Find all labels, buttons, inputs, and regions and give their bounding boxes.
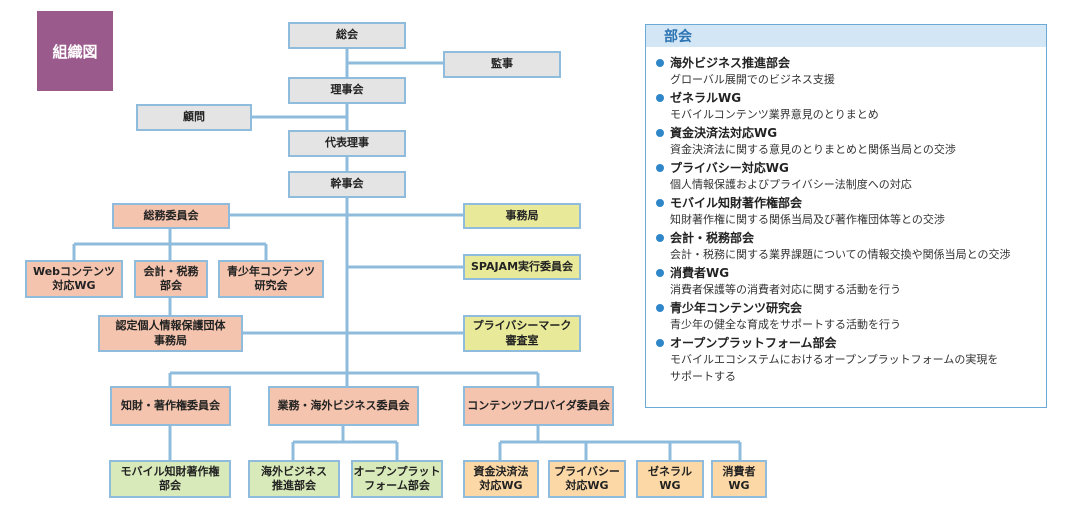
item-name: 会計・税務部会 (670, 231, 755, 245)
item-name: モバイル知財著作権部会 (670, 196, 803, 210)
list-item: モバイル知財著作権部会知財著作権に関する関係当局及び著作権団体等との交渉 (656, 195, 1046, 228)
youth-content-study-group-box: 青少年コンテンツ 研究会 (218, 260, 324, 298)
item-name: プライバシー対応WG (670, 161, 789, 175)
general-wg-box: ゼネラル WG (636, 460, 704, 498)
list-item: 会計・税務部会会計・税務に関する業界課題についての情報交換や関係当局との交渉 (656, 230, 1046, 263)
consumer-wg-box: 消費者 WG (711, 460, 767, 498)
bullet-icon (656, 199, 664, 207)
representative-director-box: 代表理事 (288, 130, 406, 157)
content-provider-committee-box: コンテンツプロバイダ委員会 (463, 386, 614, 426)
auditor-box: 監事 (443, 51, 561, 78)
privacy-mark-office-box: プライバシーマーク 審査室 (463, 315, 581, 352)
item-description: モバイルエコシステムにおけるオープンプラットフォームの実現を サポートする (670, 353, 999, 383)
web-content-wg-box: Webコンテンツ 対応WG (25, 260, 123, 298)
bullet-icon (656, 59, 664, 67)
board-of-directors-box: 理事会 (288, 77, 406, 104)
item-description: 会計・税務に関する業界課題についての情報交換や関係当局との交渉 (670, 248, 1011, 261)
business-overseas-committee-box: 業務・海外ビジネス委員会 (268, 386, 419, 426)
privacy-wg-box: プライバシー 対応WG (548, 460, 626, 498)
general-assembly-box: 総会 (288, 22, 406, 49)
subcommittee-legend-panel: 部会 海外ビジネス推進部会グローバル展開でのビジネス支援 ゼネラルWG モバイルコ… (645, 24, 1047, 408)
bullet-icon (656, 129, 664, 137)
bullet-icon (656, 269, 664, 277)
payment-services-act-wg-box: 資金決済法 対応WG (463, 460, 539, 498)
item-name: オープンプラットフォーム部会 (670, 336, 837, 350)
ip-copyright-committee-box: 知財・著作権委員会 (110, 386, 231, 426)
item-name: ゼネラルWG (670, 91, 742, 105)
list-item: ゼネラルWG モバイルコンテンツ業界意見のとりまとめ (656, 90, 1046, 123)
general-affairs-committee-box: 総務委員会 (112, 203, 230, 229)
list-item: 青少年コンテンツ研究会青少年の健全な育成をサポートする活動を行う (656, 300, 1046, 333)
list-item: 資金決済法対応WG 資金決済法に関する意見のとりまとめと関係当局との交渉 (656, 125, 1046, 158)
list-item: 海外ビジネス推進部会グローバル展開でのビジネス支援 (656, 55, 1046, 88)
overseas-business-subcommittee-box: 海外ビジネス 推進部会 (248, 460, 340, 498)
accounting-tax-subcommittee-box: 会計・税務 部会 (134, 260, 208, 298)
advisor-box: 顧問 (136, 104, 252, 131)
item-description: モバイルコンテンツ業界意見のとりまとめ (670, 108, 879, 121)
item-description: 青少年の健全な育成をサポートする活動を行う (670, 318, 901, 331)
subcommittee-list: 海外ビジネス推進部会グローバル展開でのビジネス支援 ゼネラルWG モバイルコンテン… (646, 47, 1046, 385)
item-description: 個人情報保護およびプライバシー法制度への対応 (670, 178, 912, 191)
mobile-ip-copyright-subcommittee-box: モバイル知財著作権 部会 (109, 460, 231, 498)
bullet-icon (656, 164, 664, 172)
spajam-committee-box: SPAJAM実行委員会 (463, 254, 581, 280)
org-chart-badge: 組織図 (37, 11, 113, 91)
open-platform-subcommittee-box: オープンプラット フォーム部会 (351, 460, 443, 498)
list-item: オープンプラットフォーム部会モバイルエコシステムにおけるオープンプラットフォーム… (656, 335, 1046, 385)
panel-title: 部会 (646, 25, 1046, 47)
item-description: 知財著作権に関する関係当局及び著作権団体等との交渉 (670, 213, 945, 226)
item-description: グローバル展開でのビジネス支援 (670, 73, 835, 86)
item-name: 青少年コンテンツ研究会 (670, 301, 803, 315)
bullet-icon (656, 304, 664, 312)
item-name: 海外ビジネス推進部会 (670, 56, 791, 70)
item-name: 資金決済法対応WG (670, 126, 778, 140)
list-item: 消費者WG 消費者保護等の消費者対応に関する活動を行う (656, 265, 1046, 298)
list-item: プライバシー対応WG 個人情報保護およびプライバシー法制度への対応 (656, 160, 1046, 193)
executive-committee-box: 幹事会 (288, 171, 406, 198)
bullet-icon (656, 234, 664, 242)
bullet-icon (656, 339, 664, 347)
item-description: 消費者保護等の消費者対応に関する活動を行う (670, 283, 901, 296)
item-description: 資金決済法に関する意見のとりまとめと関係当局との交渉 (670, 143, 956, 156)
bullet-icon (656, 94, 664, 102)
privacy-protection-org-office-box: 認定個人情報保護団体 事務局 (98, 315, 243, 352)
secretariat-box: 事務局 (463, 203, 581, 229)
item-name: 消費者WG (670, 266, 730, 280)
